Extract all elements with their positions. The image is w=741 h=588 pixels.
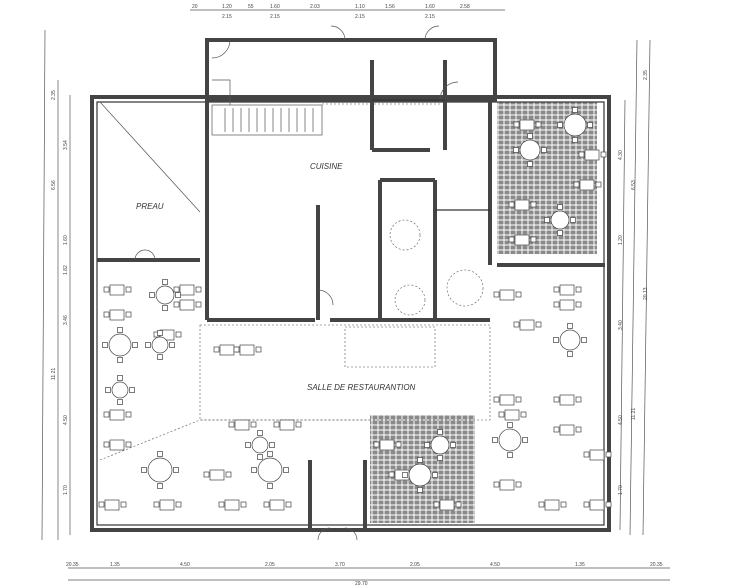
dimension-labels: 20 1.20 55 1.60 2.03 1.10 1.56 1.60 2.58 2.15 2.15… [51,4,663,587]
rect-table [538,499,567,511]
round-table [492,422,528,458]
rect-table [553,299,582,311]
rect-table [513,119,542,131]
dimension-label: 1.70 [618,485,624,495]
dimension-label: 2.15 [270,14,280,20]
rect-table [508,199,537,211]
dimension-label: 55 [248,4,254,10]
dimension-label: 6.53 [631,180,637,190]
rect-table [98,499,127,511]
round-table [544,204,576,236]
rect-table [583,449,612,461]
round-table [557,107,593,143]
dimension-lines [41,9,670,581]
dimension-label: 1.60 [270,4,280,10]
rect-table [233,344,262,356]
dimension-label: 2.05 [265,562,275,568]
staircase [212,79,314,132]
rect-table [103,409,132,421]
dimension-label: 1.35 [575,562,585,568]
dimension-label: 2.15 [222,14,232,20]
rect-table [498,409,527,421]
rect-table [573,179,602,191]
rect-table [228,419,257,431]
round-table [553,323,587,357]
rect-table [103,309,132,321]
dimension-label: 1.35 [110,562,120,568]
round-table [424,429,456,461]
rect-table [553,284,582,296]
rect-table [508,234,537,246]
rect-table [513,319,542,331]
dimension-label: 2.35 [51,90,57,100]
dimension-label: 3.54 [63,140,69,150]
round-table [145,330,175,360]
rect-table [103,439,132,451]
rect-table [373,439,402,451]
rect-table [578,149,607,161]
rect-table [153,329,182,341]
dimension-label: 20.13 [643,287,649,300]
dimension-label: 1.60 [425,4,435,10]
dimension-label: 1.60 [63,235,69,245]
room-label-covered-yard: PREAU [136,202,164,211]
dimension-label: 11.21 [631,408,637,420]
rect-table [493,289,522,301]
round-table [402,457,438,493]
dimension-total: 29.70 [355,581,368,587]
doors [134,25,484,541]
rect-table [493,479,522,491]
rect-table [203,469,232,481]
rect-table [583,499,612,511]
dimension-label: 1.20 [618,235,624,245]
dimension-label: 4.50 [618,415,624,425]
dimension-label: 20 [192,4,198,10]
dimension-label: 20.35 [66,562,79,568]
rect-table [553,424,582,436]
round-table [513,133,547,167]
dimension-label: 1.56 [385,4,395,10]
rect-table [153,499,182,511]
round-table [105,375,135,405]
dimension-label: 4.30 [618,150,624,160]
dimension-label: 1.82 [63,265,69,275]
dimension-label: 3.40 [618,320,624,330]
rect-table [273,419,302,431]
dimension-label: 2.03 [310,4,320,10]
rect-table [263,499,292,511]
rect-table [218,499,247,511]
round-table [102,327,138,363]
dimension-label: 2.15 [425,14,435,20]
round-table [149,279,181,311]
dimension-label: 6.56 [51,180,57,190]
rect-table [433,499,462,511]
room-label-kitchen: CUISINE [310,162,343,171]
rect-table [173,299,202,311]
rect-table [493,394,522,406]
dimension-label: 4.50 [63,415,69,425]
walls [90,38,611,532]
dimension-label: 2.35 [643,70,649,80]
round-table [251,451,289,489]
dimension-label: 2.58 [460,4,470,10]
dimension-label: 1.20 [222,4,232,10]
dimension-label: 3.46 [63,315,69,325]
dimension-label: 20.35 [650,562,663,568]
rect-table [103,284,132,296]
dimension-label: 1.10 [355,4,365,10]
room-label-dining-room: SALLE DE RESTAURANTION [307,383,416,392]
dimension-label: 11.21 [51,368,57,380]
dimension-label: 4.50 [490,562,500,568]
round-table [245,430,275,460]
dimension-label: 2.05 [410,562,420,568]
rect-table [553,394,582,406]
furniture [98,79,612,511]
rect-table [173,284,202,296]
round-table [141,451,179,489]
dimension-label: 3.70 [335,562,345,568]
dimension-label: 1.70 [63,485,69,495]
dimension-label: 4.50 [180,562,190,568]
dimension-label: 2.15 [355,14,365,20]
